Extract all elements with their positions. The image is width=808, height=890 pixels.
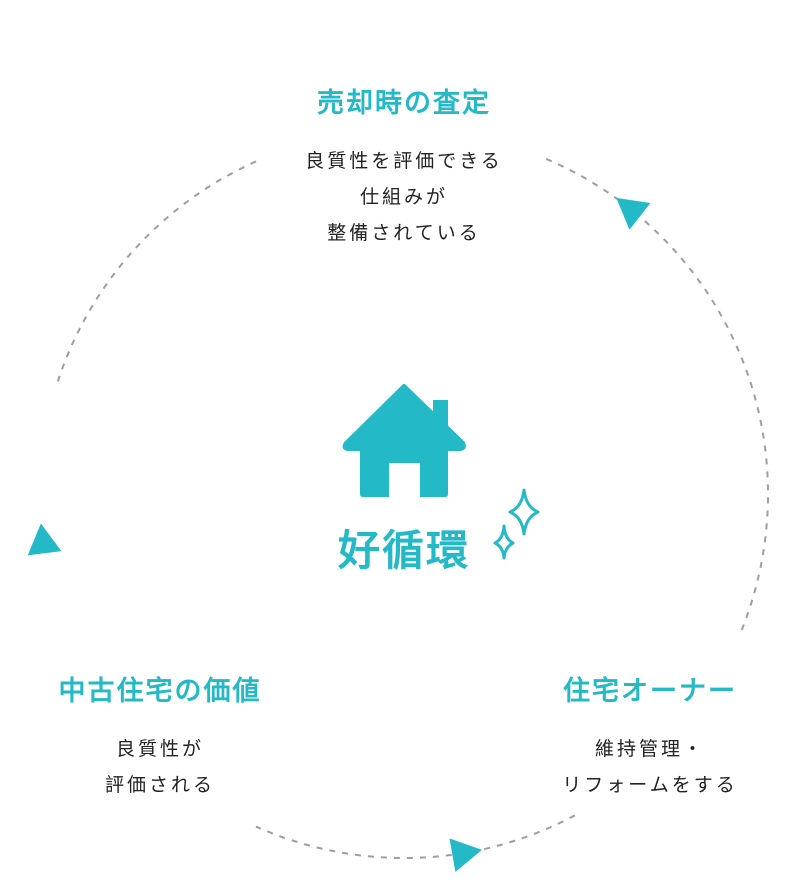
- house-body: [360, 446, 448, 497]
- node-description-line: 評価される: [104, 774, 215, 796]
- arc-bottom: [255, 814, 576, 859]
- node-description-line: 仕組みが: [359, 186, 448, 208]
- node-description: 良質性を評価できる 仕組みが 整備されている: [204, 143, 604, 251]
- arrowhead-left-to-right: [449, 838, 482, 872]
- node-description-line: 良質性を評価できる: [305, 150, 503, 172]
- node-title: 売却時の査定: [317, 88, 491, 119]
- node-used-house-value: 中古住宅の価値 良質性が 評価される: [20, 678, 300, 803]
- node-description-line: 良質性が: [115, 738, 204, 760]
- node-sale-appraisal: 売却時の査定 良質性を評価できる 仕組みが 整備されている: [204, 90, 604, 251]
- sparkle-icon: [493, 488, 540, 560]
- node-home-owner: 住宅オーナー 維持管理・ リフォームをする: [520, 678, 780, 803]
- arrowhead-top-to-left: [27, 523, 62, 556]
- node-description-line: リフォームをする: [562, 774, 738, 796]
- node-description-line: 維持管理・: [594, 738, 705, 760]
- sparkle-large: [508, 488, 540, 536]
- node-title: 中古住宅の価値: [58, 676, 262, 707]
- arrowhead-right-to-top: [616, 197, 651, 230]
- center-label: 好循環: [337, 526, 470, 575]
- node-description: 維持管理・ リフォームをする: [520, 731, 780, 803]
- sparkle-small: [493, 524, 515, 560]
- node-title: 住宅オーナー: [563, 676, 737, 707]
- arc-top-to-left: [56, 158, 263, 382]
- node-description-line: 整備されている: [327, 222, 481, 244]
- cycle-arrowheads: [27, 197, 651, 872]
- node-description: 良質性が 評価される: [20, 731, 300, 803]
- house-icon: [342, 384, 466, 497]
